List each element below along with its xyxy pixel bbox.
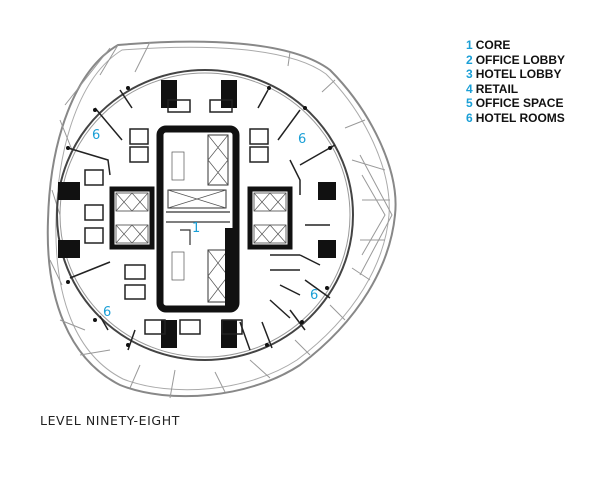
legend-label: OFFICE SPACE	[475, 96, 564, 110]
plan-title: LEVEL NINETY-EIGHT	[40, 413, 180, 428]
outer-facade	[46, 40, 397, 398]
facade-bracing	[49, 41, 393, 399]
hotel-rooms-label-ne: 6	[298, 132, 306, 147]
legend-label: RETAIL	[475, 81, 519, 96]
floor-slab-inner	[59, 72, 351, 358]
column-dots	[66, 86, 332, 347]
legend-label: OFFICE LOBBY	[475, 52, 566, 67]
legend-number: 6	[466, 110, 473, 125]
legend-number: 5	[466, 96, 473, 110]
elevator-core-right	[247, 186, 293, 250]
hotel-room-walls	[67, 89, 336, 351]
elevator-core-left	[109, 186, 155, 250]
legend-number: 2	[466, 52, 473, 67]
hotel-rooms-label-sw: 6	[103, 305, 111, 320]
outer-facade-inner	[55, 46, 390, 391]
legend-label: HOTEL LOBBY	[475, 67, 562, 81]
floor-slab	[56, 69, 354, 361]
core-label: 1	[192, 221, 200, 236]
hotel-rooms-label-nw: 6	[92, 128, 100, 143]
core	[156, 125, 240, 313]
legend-label: CORE	[475, 38, 511, 52]
legend-number: 3	[466, 67, 473, 81]
legend-number: 1	[466, 38, 473, 52]
legend-label: HOTEL ROOMS	[475, 110, 565, 125]
hotel-rooms-label-se: 6	[310, 288, 318, 303]
legend-number: 4	[466, 81, 473, 96]
